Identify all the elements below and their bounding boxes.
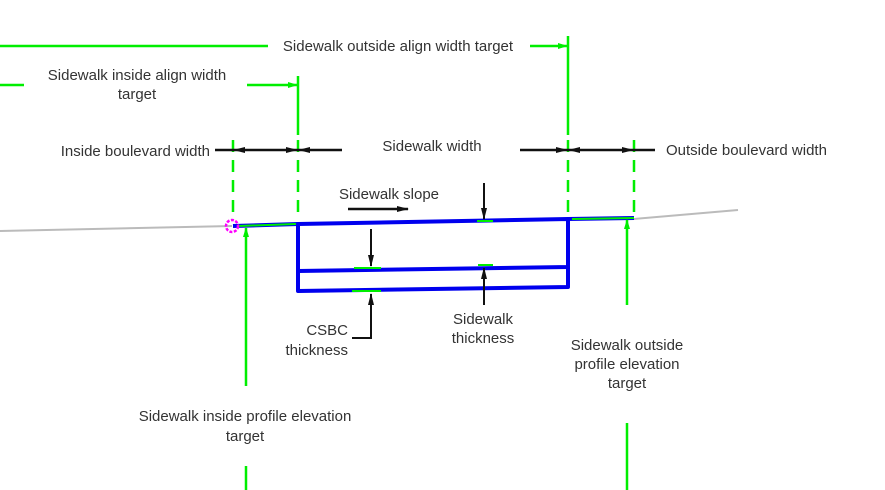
inside-profile-elevation-target-label: Sidewalk inside profile elevation (139, 408, 352, 425)
outside-boulevard-target-overlay (571, 217, 635, 220)
sidewalk-thickness-label-2: thickness (452, 330, 515, 347)
outside-boulevard-width-label: Outside boulevard width (666, 142, 827, 159)
inside-profile-elevation-target-label-2: target (226, 428, 265, 445)
inside-boulevard-width-label: Inside boulevard width (61, 143, 210, 160)
existing-ground-right (633, 209, 739, 220)
outside-profile-elevation-target-label-3: target (608, 375, 647, 392)
sidewalk-thickness-label: Sidewalk (453, 311, 514, 328)
inside-align-width-target-label: Sidewalk inside align width (48, 67, 226, 84)
sidewalk-width-label: Sidewalk width (382, 138, 481, 155)
outside-profile-elevation-target-label: Sidewalk outside (571, 337, 684, 354)
csbc-thickness-label-2: thickness (285, 342, 348, 359)
inside-align-width-target-label-2: target (118, 86, 157, 103)
existing-ground-left (0, 225, 233, 232)
csbc-thickness-arrow-bottom (352, 293, 374, 339)
sidewalk-structure (296, 217, 570, 293)
outside-profile-elevation-target-label-2: profile elevation (574, 356, 679, 373)
inside-boulevard-target-overlay (237, 223, 297, 227)
sidewalk-slope-label: Sidewalk slope (339, 186, 439, 203)
csbc-thickness-label: CSBC (306, 322, 348, 339)
outside-align-width-target-label: Sidewalk outside align width target (283, 38, 514, 55)
insertion-point-marker (224, 218, 240, 234)
